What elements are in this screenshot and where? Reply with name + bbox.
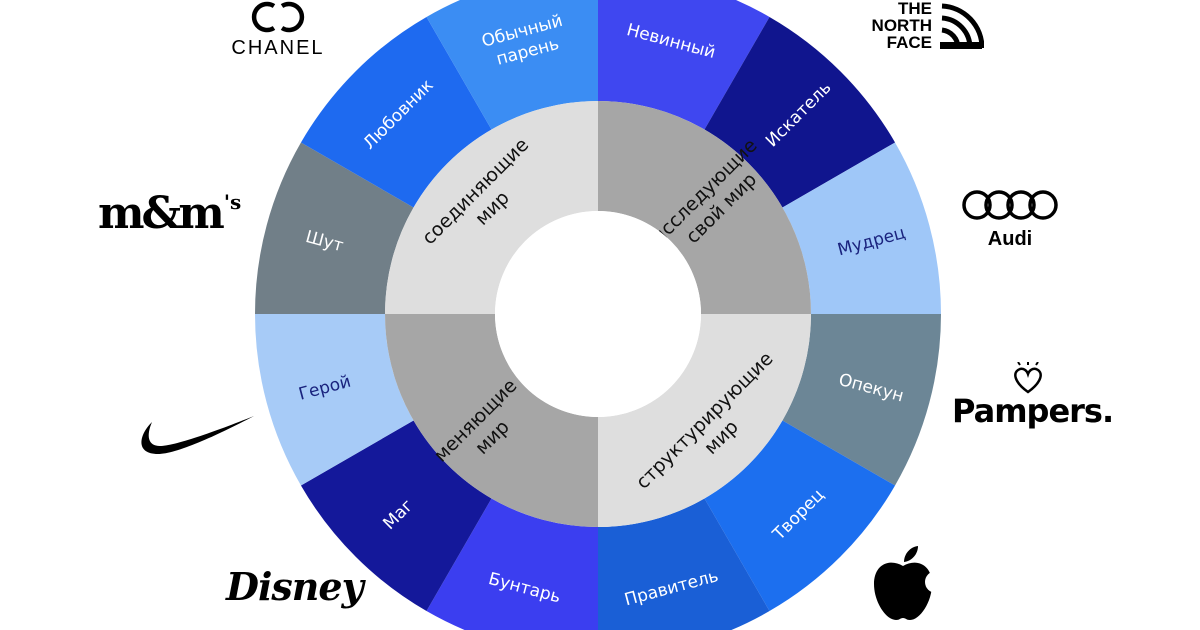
north-face-logo: THE NORTH FACE xyxy=(862,0,986,58)
four-rings-icon xyxy=(962,190,1058,220)
archetype-segment-jester xyxy=(255,142,414,314)
archetype-segment-rebel xyxy=(426,498,598,630)
pampers-logo: Pampers. xyxy=(950,362,1114,442)
half-dome-icon xyxy=(940,3,984,49)
disney-logo: Disney xyxy=(226,562,364,622)
wheel-center xyxy=(495,211,701,417)
disney-wordmark: Disney xyxy=(226,564,364,609)
apple-logo xyxy=(870,544,947,622)
pampers-wordmark: Pampers. xyxy=(952,392,1114,430)
chanel-logo: CHANEL xyxy=(222,0,334,59)
archetype-segment-ruler xyxy=(598,498,770,630)
mms-logo: m&m's xyxy=(98,188,242,246)
audi-wordmark: Audi xyxy=(987,228,1033,250)
group-segment-explorers xyxy=(598,101,811,314)
archetype-segment-explorer xyxy=(704,16,896,208)
archetype-segment-lover xyxy=(300,16,492,208)
north-face-line3: FACE xyxy=(886,33,932,52)
archetype-segment-hero xyxy=(255,314,414,486)
mms-wordmark: m&m xyxy=(98,188,225,239)
apple-icon xyxy=(874,546,947,620)
chanel-wordmark: CHANEL xyxy=(231,37,325,59)
archetype-ring: НевинныйИскательМудрецОпекунТворецПравит… xyxy=(255,0,941,630)
north-face-line1: THE xyxy=(898,0,932,18)
audi-logo: Audi xyxy=(960,188,1060,250)
group-segment-changers xyxy=(385,314,598,527)
mms-suffix: 's xyxy=(223,190,242,214)
group-ring: исследующиесвой мирструктурирующиемирмен… xyxy=(385,101,811,527)
archetype-segment-caregiver xyxy=(782,314,941,486)
archetype-segment-creator xyxy=(704,420,896,612)
nike-logo xyxy=(136,410,256,460)
group-segment-connectors xyxy=(385,101,598,314)
archetype-segment-magician xyxy=(300,420,492,612)
archetype-segment-everyman xyxy=(426,0,598,130)
north-face-line2: NORTH xyxy=(871,16,932,35)
swoosh-icon xyxy=(141,416,254,454)
archetype-segment-sage xyxy=(782,142,941,314)
heart-icon xyxy=(1014,362,1042,394)
archetype-segment-innocent xyxy=(598,0,770,130)
interlocking-cc-icon xyxy=(251,1,305,33)
group-segment-structurers xyxy=(598,314,811,527)
